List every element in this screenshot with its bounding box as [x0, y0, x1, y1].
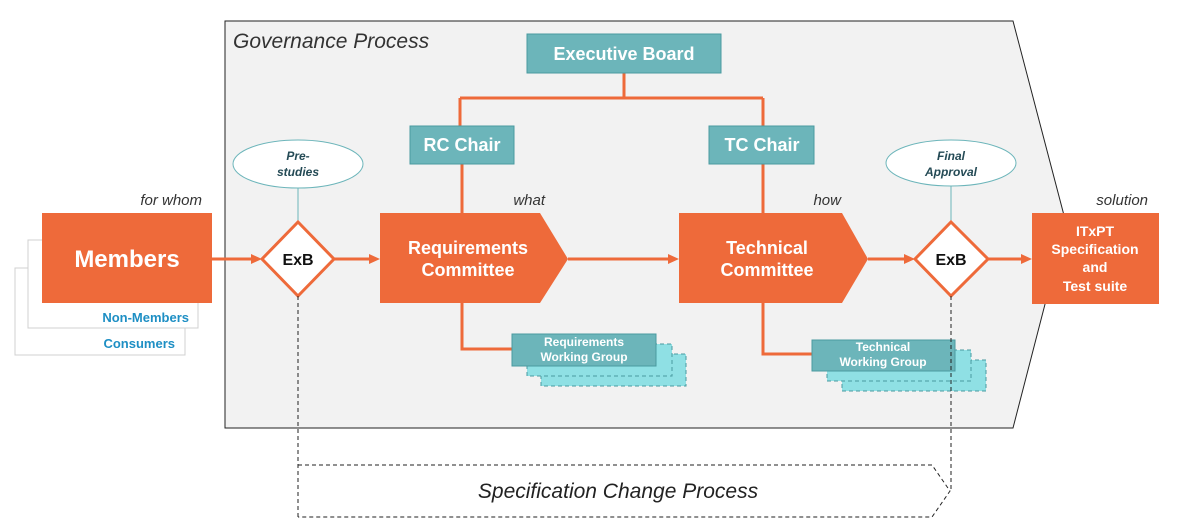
requirements-wg-line2: Working Group: [540, 350, 627, 364]
flow-arrows: [212, 254, 1032, 264]
pre-studies-line1: Pre-: [286, 149, 309, 163]
exb-left-label: ExB: [282, 252, 313, 269]
pre-studies-line2: studies: [277, 165, 319, 179]
technical-committee-line2: Committee: [720, 260, 813, 280]
solution-line3: and: [1083, 259, 1108, 275]
rc-chair-label: RC Chair: [423, 135, 500, 155]
solution-box: [1032, 213, 1159, 304]
consumers-label: Consumers: [103, 336, 175, 351]
technical-wg-line2: Working Group: [839, 355, 926, 369]
rc-chair-box: [409, 125, 515, 165]
requirements-wg-box: [511, 333, 657, 367]
requirements-wg-line1: Requirements: [544, 335, 624, 349]
final-approval-line1: Final: [937, 149, 966, 163]
for-whom-caption: for whom: [140, 192, 202, 209]
technical-wg-line1: Technical: [856, 340, 910, 354]
how-caption: how: [813, 192, 842, 209]
members-box: [42, 213, 212, 303]
governance-panel: [224, 20, 1067, 429]
technical-wg-box: [811, 339, 956, 372]
requirements-committee-box: [380, 213, 568, 303]
pre-studies-ellipse: [232, 139, 364, 189]
tc-chair-box: [708, 125, 815, 165]
what-caption: what: [513, 192, 546, 209]
technical-committee-line1: Technical: [726, 238, 808, 258]
executive-board-label: Executive Board: [553, 44, 694, 64]
org-connectors: [458, 73, 812, 356]
solution-line4: Test suite: [1063, 278, 1128, 294]
governance-title: Governance Process: [233, 30, 430, 53]
tc-chair-label: TC Chair: [724, 135, 799, 155]
members-label: Members: [74, 246, 179, 273]
change-process-outline: [297, 296, 952, 518]
change-process-label: Specification Change Process: [478, 480, 759, 503]
executive-board-box: [526, 33, 722, 74]
final-approval-line2: Approval: [924, 165, 978, 179]
solution-line1: ITxPT: [1076, 223, 1115, 239]
requirements-committee-line2: Committee: [421, 260, 514, 280]
exb-right-label: ExB: [935, 252, 966, 269]
solution-line2: Specification: [1051, 241, 1138, 257]
non-members-label: Non-Members: [102, 310, 189, 325]
solution-caption: solution: [1096, 192, 1148, 209]
requirements-committee-line1: Requirements: [408, 238, 528, 258]
final-approval-ellipse: [885, 139, 1017, 187]
technical-committee-box: [679, 213, 868, 303]
